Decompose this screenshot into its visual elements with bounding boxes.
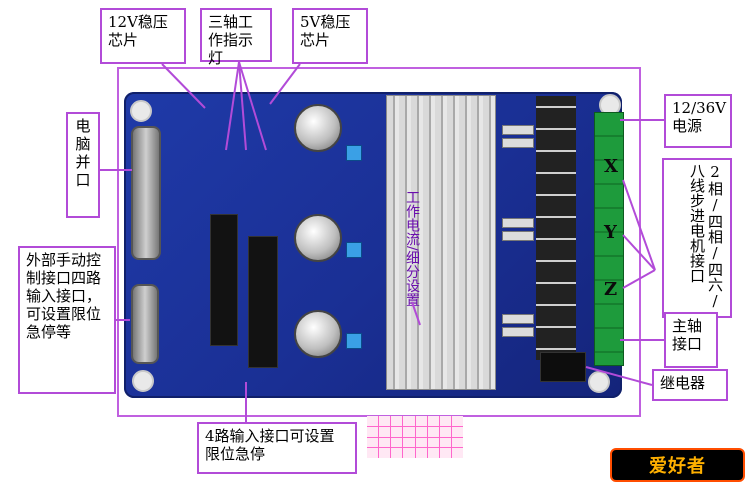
- resistor: [502, 218, 534, 228]
- mount-hole-top-left: [130, 100, 152, 122]
- callout-5v-regulator: 5V稳压芯片: [292, 8, 368, 64]
- dip-switch-x: [346, 145, 362, 161]
- callout-pc-parallel: 电脑并口: [66, 112, 100, 218]
- diode-array: [536, 96, 576, 360]
- capacitor-top: [294, 104, 342, 152]
- callout-manual-control: 外部手动控制接口四路输入接口，可设置限位急停等: [18, 246, 116, 394]
- heatsink: [386, 95, 496, 390]
- callout-12v-regulator: 12V稳压芯片: [100, 8, 186, 64]
- watermark-logo: 爱好者: [610, 448, 745, 482]
- axis-x-label: X: [604, 156, 618, 177]
- settings-table-thumbnail: [367, 416, 463, 458]
- callout-motor-interface: 2相/四相/四六/八线步进电机接口: [662, 158, 732, 318]
- dip-switch-z: [346, 333, 362, 349]
- callout-spindle: 主轴接口: [664, 312, 718, 368]
- resistor: [502, 327, 534, 337]
- manual-control-connector: [131, 284, 159, 364]
- dip-switch-y: [346, 242, 362, 258]
- driver-chip-right: [248, 236, 278, 368]
- resistor: [502, 231, 534, 241]
- axis-y-label: Y: [604, 222, 617, 243]
- callout-4-input: 4路输入接口可设置限位急停: [197, 422, 357, 474]
- mount-hole-bottom-right: [588, 371, 610, 393]
- resistor: [502, 125, 534, 135]
- heatsink-label: 工作电流/细分设置: [404, 190, 420, 307]
- relay-component: [540, 352, 586, 382]
- driver-chip-left: [210, 214, 238, 346]
- capacitor-bottom: [294, 310, 342, 358]
- resistor: [502, 314, 534, 324]
- callout-power: 12/36V电源: [664, 94, 732, 148]
- callout-axis-indicators: 三轴工作指示灯: [200, 8, 272, 67]
- capacitor-middle: [294, 214, 342, 262]
- callout-relay: 继电器: [652, 369, 728, 401]
- parallel-port-connector: [131, 126, 161, 260]
- axis-z-label: Z: [604, 279, 618, 300]
- mount-hole-bottom-left: [132, 370, 154, 392]
- motor-terminal-block: [594, 112, 624, 366]
- resistor: [502, 138, 534, 148]
